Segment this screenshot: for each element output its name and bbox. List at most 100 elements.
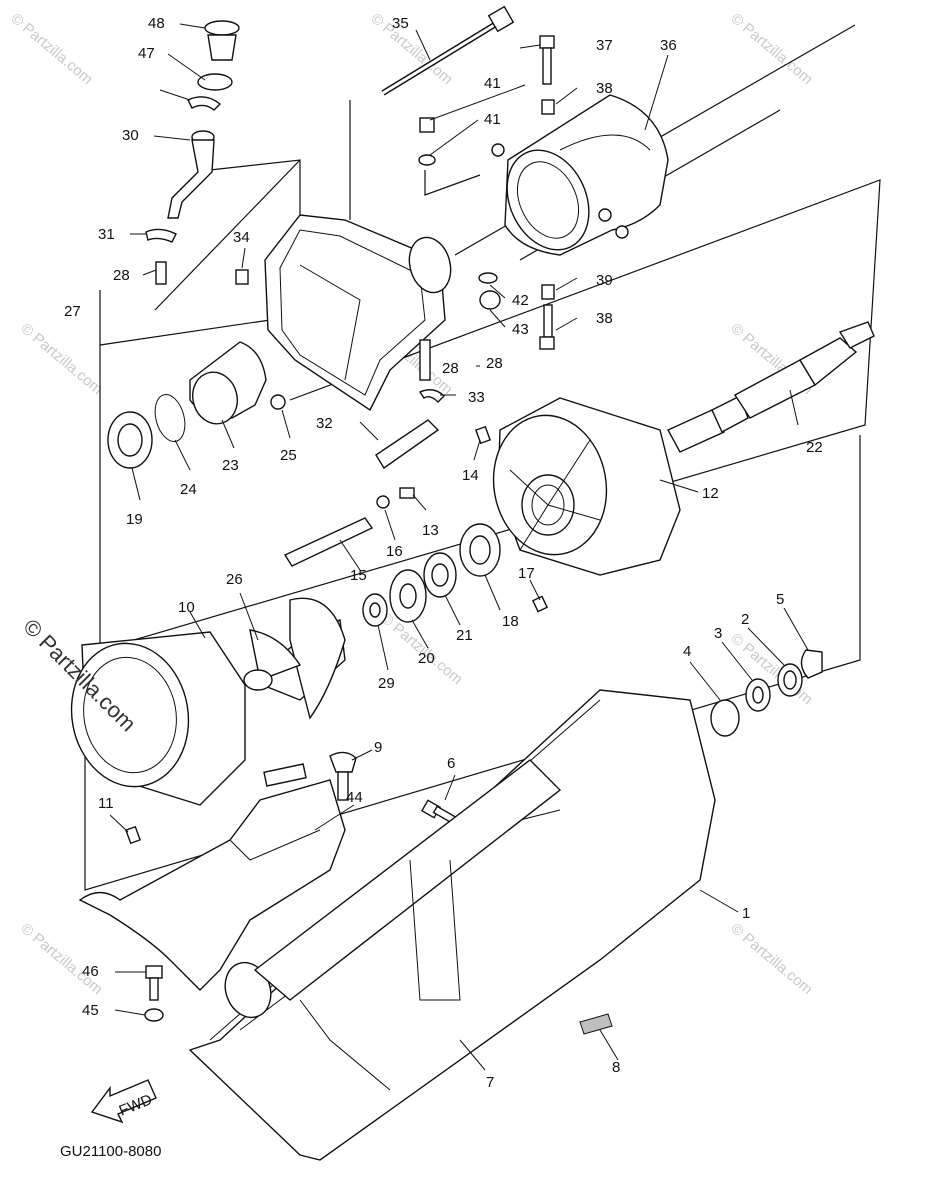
callout-22: 22 bbox=[806, 439, 823, 456]
watermark-tile: © Partzilla.com bbox=[7, 10, 95, 88]
callout-46: 48 bbox=[148, 15, 165, 32]
decal-8 bbox=[579, 1013, 613, 1035]
seals-right bbox=[710, 649, 823, 737]
rod-15 bbox=[283, 517, 374, 567]
impeller-26 bbox=[243, 597, 346, 720]
callout-38-bottom: 38 bbox=[596, 310, 613, 327]
nozzle-housing bbox=[235, 214, 452, 470]
diagram-code: GU21100-8080 bbox=[60, 1143, 161, 1160]
callout-25: 25 bbox=[280, 447, 297, 464]
callout-5: 5 bbox=[776, 591, 784, 608]
cover-43 bbox=[78, 763, 346, 991]
driveshaft-22 bbox=[667, 321, 875, 453]
callout-21: 21 bbox=[456, 627, 473, 644]
callout-32: 31 bbox=[98, 226, 115, 243]
callout-28-right: 28 bbox=[486, 355, 503, 372]
callout-29: 28 bbox=[113, 267, 130, 284]
fasteners-upper bbox=[418, 35, 555, 350]
inlet-parts bbox=[107, 341, 286, 469]
callout-16: 16 bbox=[386, 543, 403, 560]
pin-35 bbox=[235, 269, 249, 285]
bushing-4 bbox=[710, 699, 740, 737]
callout-43: 44 bbox=[346, 789, 363, 806]
watermark-tile: © Partzilla.com bbox=[727, 10, 815, 88]
pipe-30 bbox=[419, 339, 431, 381]
callout-9: 9 bbox=[374, 739, 382, 756]
callout-26: 26 bbox=[226, 571, 243, 588]
callout-18: 18 bbox=[502, 613, 519, 630]
pin-17 bbox=[532, 595, 548, 613]
hose-33 bbox=[375, 419, 440, 470]
callout-41-top: 41 bbox=[484, 111, 501, 128]
cap-body bbox=[207, 34, 237, 61]
screw-40 bbox=[419, 117, 435, 133]
callout-10: 10 bbox=[178, 599, 195, 616]
bearing-stack bbox=[362, 523, 501, 627]
screw-13 bbox=[399, 487, 415, 499]
impeller-housing-12 bbox=[376, 397, 681, 613]
pump-body-1 bbox=[188, 689, 716, 1161]
callout-7: 7 bbox=[486, 1074, 494, 1091]
callout-23: 23 bbox=[222, 457, 239, 474]
callout-36: 35 bbox=[392, 15, 409, 32]
callout-38-top: 37 bbox=[596, 37, 613, 54]
callout-45: 46 bbox=[82, 963, 99, 980]
callout-37: 36 bbox=[660, 37, 677, 54]
callout-41-bottom: 42 bbox=[512, 292, 529, 309]
callout-34: 33 bbox=[468, 389, 485, 406]
callout-35: 34 bbox=[233, 229, 250, 246]
callout-13: 13 bbox=[422, 522, 439, 539]
washer-41 bbox=[418, 154, 436, 166]
callout-40: 41 bbox=[484, 75, 501, 92]
callout-8: 8 bbox=[612, 1059, 620, 1076]
callout-39-top: 38 bbox=[596, 80, 613, 97]
fwd-arrow: FWD bbox=[90, 1079, 157, 1124]
bolt-36 bbox=[381, 5, 515, 96]
collar-39 bbox=[541, 99, 555, 115]
callout-44: 45 bbox=[82, 1002, 99, 1019]
watermark-tile: © Partzilla.com bbox=[17, 920, 105, 998]
clamp-34 bbox=[418, 389, 445, 403]
pin-11 bbox=[125, 825, 141, 845]
callout-33: 32 bbox=[316, 415, 333, 432]
housing-37 bbox=[491, 94, 669, 256]
collar-39b bbox=[541, 284, 555, 300]
cap-5 bbox=[800, 649, 823, 679]
callout-3: 3 bbox=[714, 625, 722, 642]
watermark-tile: © Partzilla.com bbox=[17, 320, 105, 398]
hose-31 bbox=[167, 139, 215, 219]
bolt-38b bbox=[543, 304, 553, 338]
callout-31: 30 bbox=[122, 127, 139, 144]
callout-47: 47 bbox=[138, 45, 155, 62]
callout-28-left: 27 bbox=[64, 303, 81, 320]
fitting-29 bbox=[155, 261, 167, 285]
callout-4: 4 bbox=[683, 643, 691, 660]
callout-14: 14 bbox=[462, 467, 479, 484]
callout-11: 11 bbox=[98, 795, 114, 812]
clamp-48 bbox=[187, 96, 222, 111]
drain-cap-assembly bbox=[145, 20, 240, 285]
duct-10 bbox=[70, 631, 246, 845]
callout-12: 12 bbox=[702, 485, 719, 502]
callout-6: 6 bbox=[447, 755, 455, 772]
watermark-tile: © Partzilla.com bbox=[727, 920, 815, 998]
washer-41b bbox=[478, 272, 498, 284]
bolt-38-head bbox=[539, 35, 555, 49]
washer-44 bbox=[144, 1008, 164, 1022]
cap-46 bbox=[204, 20, 240, 36]
clamp-32 bbox=[145, 228, 177, 243]
callout-30: 28 bbox=[442, 360, 459, 377]
callout-27: 29 bbox=[378, 675, 395, 692]
oring-24 bbox=[154, 394, 186, 442]
nut-42 bbox=[479, 290, 501, 310]
nut-47 bbox=[197, 73, 233, 91]
leader-lines bbox=[109, 23, 809, 1071]
fasteners-lower bbox=[144, 965, 613, 1035]
callout-39-bottom: 39 bbox=[596, 272, 613, 289]
pin-14 bbox=[475, 425, 491, 445]
callout-24: 24 bbox=[180, 481, 197, 498]
bolt-45-head bbox=[145, 965, 163, 979]
callout-17: 17 bbox=[518, 565, 535, 582]
